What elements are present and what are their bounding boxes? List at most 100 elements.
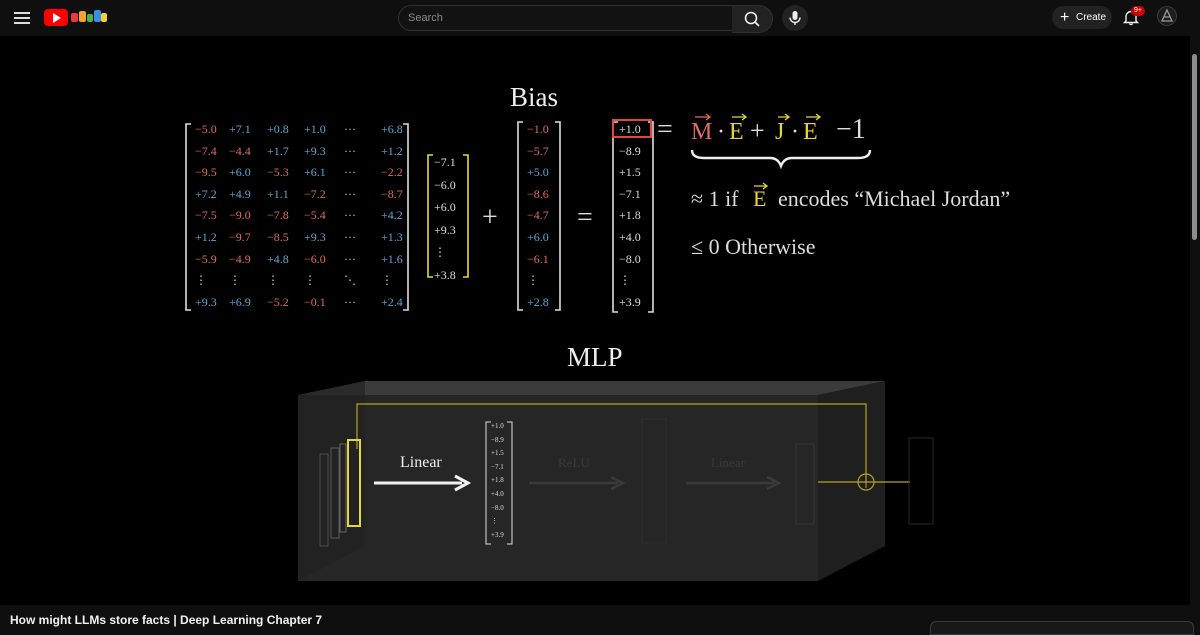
- weight-cell: +6.0: [229, 165, 251, 180]
- weight-cell: ···: [344, 122, 356, 136]
- vector-e-2: E: [803, 119, 818, 145]
- weight-cell: ···: [344, 294, 356, 309]
- condition-e-arrow: [754, 182, 769, 190]
- bias-cell: +5.0: [527, 165, 549, 180]
- weight-cell: −5.4: [304, 208, 326, 223]
- notification-badge: 9+: [1131, 6, 1145, 16]
- page-scrollbar[interactable]: [1190, 36, 1200, 605]
- weight-cell: ···: [344, 251, 356, 266]
- plus-icon: +: [1060, 9, 1070, 26]
- weight-cell: −4.4: [229, 143, 251, 158]
- voice-search-button[interactable]: [782, 5, 808, 31]
- mini-vector-cell: ⋮: [491, 517, 498, 526]
- doodle-logo-icon[interactable]: [70, 8, 108, 26]
- input-cell: +6.0: [434, 200, 456, 214]
- search-button[interactable]: [732, 5, 773, 33]
- search-icon: [744, 11, 760, 27]
- weight-cell: +1.7: [267, 143, 289, 158]
- bias-cell: −6.1: [527, 251, 549, 266]
- weight-cell: +4.2: [381, 208, 403, 223]
- weight-cell: ···: [344, 186, 356, 201]
- weight-cell: −8.7: [381, 186, 403, 201]
- weight-cell: −8.5: [267, 230, 289, 244]
- search-box[interactable]: [398, 5, 734, 31]
- input-vector-bracket: [427, 154, 469, 278]
- weight-cell: −7.8: [267, 208, 289, 223]
- vector-arrows: [695, 113, 822, 121]
- mlp-box: [298, 381, 934, 581]
- result-cell: +4.0: [619, 230, 641, 244]
- weight-cell: −5.0: [195, 122, 217, 136]
- weight-cell: −7.4: [195, 143, 217, 158]
- video-title: How might LLMs store facts | Deep Learni…: [10, 613, 323, 627]
- bias-cell: −8.6: [527, 186, 549, 201]
- input-cell: −6.0: [434, 177, 456, 192]
- weight-cell: +0.8: [267, 122, 289, 136]
- vector-m: M: [691, 119, 713, 145]
- bias-cell: −1.0: [527, 122, 549, 136]
- account-avatar[interactable]: [1157, 6, 1177, 26]
- weight-cell: −9.5: [195, 165, 217, 180]
- vector-j: J: [775, 119, 785, 145]
- result-cell: −8.0: [619, 251, 641, 266]
- dot-1: ·: [717, 119, 725, 145]
- weight-cell: +6.9: [229, 294, 251, 309]
- weight-cell: −5.3: [267, 165, 289, 180]
- pipeline-linear-label: Linear: [400, 454, 442, 471]
- weight-cell: ⋮: [267, 273, 279, 288]
- mini-vector-cell: +1.5: [491, 449, 504, 458]
- masthead: + Create 9+: [0, 0, 1200, 36]
- weight-cell: −7.2: [304, 186, 326, 201]
- weight-cell: +7.2: [195, 186, 217, 201]
- condition-one: ≈ 1 if: [691, 186, 739, 211]
- bias-label: Bias: [510, 82, 559, 112]
- weight-cell: +1.2: [381, 143, 403, 158]
- bias-cell: −4.7: [527, 208, 549, 223]
- scrollbar-thumb[interactable]: [1192, 54, 1197, 240]
- weight-cell: −4.9: [229, 251, 251, 266]
- bias-cell: −5.7: [527, 143, 549, 158]
- search-input[interactable]: [408, 10, 708, 26]
- weight-cell: −0.1: [304, 294, 326, 309]
- create-button[interactable]: + Create: [1052, 6, 1112, 29]
- vector-e: E: [729, 119, 744, 145]
- bias-cell: ⋮: [527, 273, 539, 288]
- input-cell: ⋮: [434, 245, 446, 259]
- weight-cell: −5.9: [195, 251, 217, 266]
- weight-cell: +9.3: [195, 294, 217, 309]
- weight-cell: ···: [344, 230, 356, 244]
- weight-cell: ⋮: [381, 273, 393, 288]
- weight-cell: +6.1: [304, 165, 326, 180]
- equals-operator: =: [577, 202, 593, 233]
- mini-vector-bracket: [485, 421, 513, 545]
- result-cell: −7.1: [619, 186, 641, 201]
- weight-cell: +1.2: [195, 230, 217, 244]
- input-cell: −7.1: [434, 155, 456, 169]
- result-cell: +1.5: [619, 165, 641, 180]
- mlp-label: MLP: [567, 342, 623, 372]
- result-cell: +3.9: [619, 294, 641, 309]
- result-cell: +1.0: [619, 122, 641, 136]
- weight-cell: +1.6: [381, 251, 403, 266]
- weight-cell: +1.0: [304, 122, 326, 136]
- weight-cell: −2.2: [381, 165, 403, 180]
- input-cell: +9.3: [434, 222, 456, 237]
- plus-term: +: [750, 116, 765, 145]
- mini-vector-cell: +4.0: [491, 490, 504, 498]
- mini-vector-cell: −7.1: [491, 462, 504, 471]
- minus-one: −1: [836, 114, 866, 145]
- bias-vector-bracket: [517, 121, 561, 311]
- bias-cell: +6.0: [527, 230, 549, 244]
- menu-icon[interactable]: [14, 9, 30, 25]
- side-panel-edge: [930, 621, 1194, 635]
- weight-cell: +4.8: [267, 251, 289, 266]
- mini-vector-cell: +1.0: [491, 422, 504, 430]
- condition-encodes: encodes “Michael Jordan”: [778, 186, 1011, 211]
- mini-vector-cell: +1.8: [491, 476, 504, 485]
- weight-cell: −9.7: [229, 230, 251, 244]
- youtube-logo-icon[interactable]: [44, 9, 68, 26]
- dot-2: ·: [791, 119, 799, 145]
- video-player[interactable]: −5.0+7.1+0.8+1.0···+6.8−7.4−4.4+1.7+9.3·…: [0, 36, 1200, 605]
- weight-cell: −7.5: [195, 208, 217, 223]
- condition-otherwise: ≤ 0 Otherwise: [691, 234, 816, 259]
